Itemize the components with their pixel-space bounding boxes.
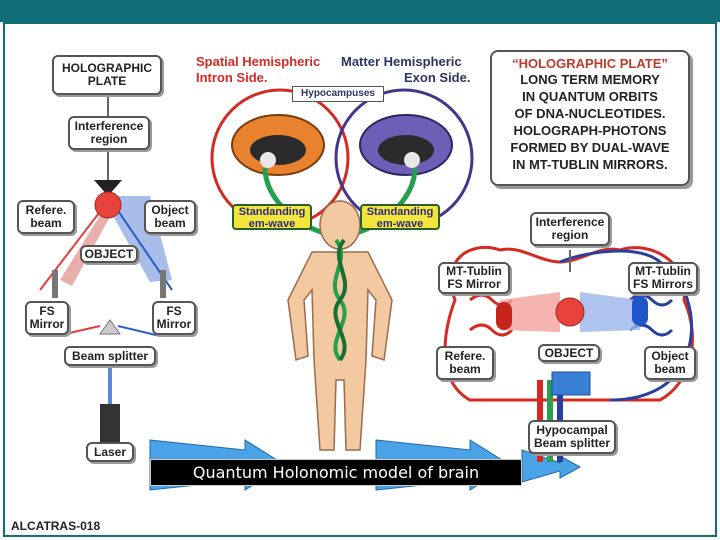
right-interference-region-box: Interference region xyxy=(530,212,610,246)
info-box-title: “HOLOGRAPHIC PLATE” xyxy=(512,56,668,71)
hippocampal-splitter-label: Hypocampal Beam splitter xyxy=(533,423,611,450)
interference-region-label: Interference region xyxy=(74,119,144,146)
slide-code: ALCATRAS-018 xyxy=(11,519,101,533)
right-reference-beam-box: Refere. beam xyxy=(436,346,494,380)
object-apple xyxy=(94,191,122,219)
matter-hemispheric-title: Matter Hemispheric xyxy=(341,54,462,69)
center-graphics xyxy=(210,88,474,451)
human-body xyxy=(287,200,393,451)
fs-mirror-left-label: FS Mirror xyxy=(29,304,65,331)
laser-body xyxy=(100,404,120,444)
holographic-plate-info-box: “HOLOGRAPHIC PLATE” LONG TERM MEMORY IN … xyxy=(490,50,690,186)
spatial-hemispheric-title: Spatial Hemispheric xyxy=(196,54,321,69)
fs-mirror-right-label: FS Mirror xyxy=(156,304,192,331)
right-reference-beam-label: Refere. beam xyxy=(444,349,486,376)
object-beam-box: Object beam xyxy=(144,200,196,234)
right-object-beam-box: Object beam xyxy=(644,346,696,380)
fs-mirror-left-box: FS Mirror xyxy=(25,301,69,335)
top-bar xyxy=(0,0,720,22)
fs-mirror-right-box: FS Mirror xyxy=(152,301,196,335)
mt-mirror-right-label: MT-Tublin FS Mirrors xyxy=(632,264,693,291)
hippocampal-splitter-box: Hypocampal Beam splitter xyxy=(528,420,616,454)
standing-wave-right: Standanding em-wave xyxy=(360,204,440,230)
standing-wave-left: Standanding em-wave xyxy=(232,204,312,230)
left-panel-graphics xyxy=(39,94,173,444)
exon-side-label: Exon Side. xyxy=(404,70,471,85)
holographic-plate-label: HOLOGRAPHIC PLATE xyxy=(62,61,152,88)
info-box-body: LONG TERM MEMORY IN QUANTUM ORBITS OF DN… xyxy=(510,72,670,172)
object-beam-label: Object beam xyxy=(151,203,189,230)
laser-box: Laser xyxy=(86,442,134,462)
caption-banner: Quantum Holonomic model of brain xyxy=(150,459,522,486)
right-object-box: OBJECT xyxy=(538,344,600,362)
interference-region-box: Interference region xyxy=(68,116,150,150)
object-label: OBJECT xyxy=(84,246,134,261)
holographic-plate-box: HOLOGRAPHIC PLATE xyxy=(52,55,162,95)
splitter-prism xyxy=(99,319,121,335)
object-box: OBJECT xyxy=(80,245,138,263)
reference-beam-box: Refere. beam xyxy=(17,200,75,234)
beam-splitter-box: Beam splitter xyxy=(64,346,156,366)
focus-triangle xyxy=(94,180,122,196)
right-interference-region-label: Interference region xyxy=(535,215,605,242)
mt-mirror-left-box: MT-Tublin FS Mirror xyxy=(438,262,510,294)
hypocampuses-label: Hypocampuses xyxy=(292,86,384,102)
right-object-beam-label: Object beam xyxy=(651,349,689,376)
laser-label: Laser xyxy=(93,444,127,459)
right-object-apple xyxy=(555,297,585,327)
beam-splitter-label: Beam splitter xyxy=(71,348,149,363)
reference-beam-label: Refere. beam xyxy=(25,203,67,230)
right-object-label: OBJECT xyxy=(544,345,594,360)
brain-outline-right xyxy=(559,249,693,402)
mt-mirror-right-box: MT-Tublin FS Mirrors xyxy=(628,262,698,294)
mt-mirror-left-label: MT-Tublin FS Mirror xyxy=(446,264,502,291)
intron-side-label: Intron Side. xyxy=(196,70,268,85)
